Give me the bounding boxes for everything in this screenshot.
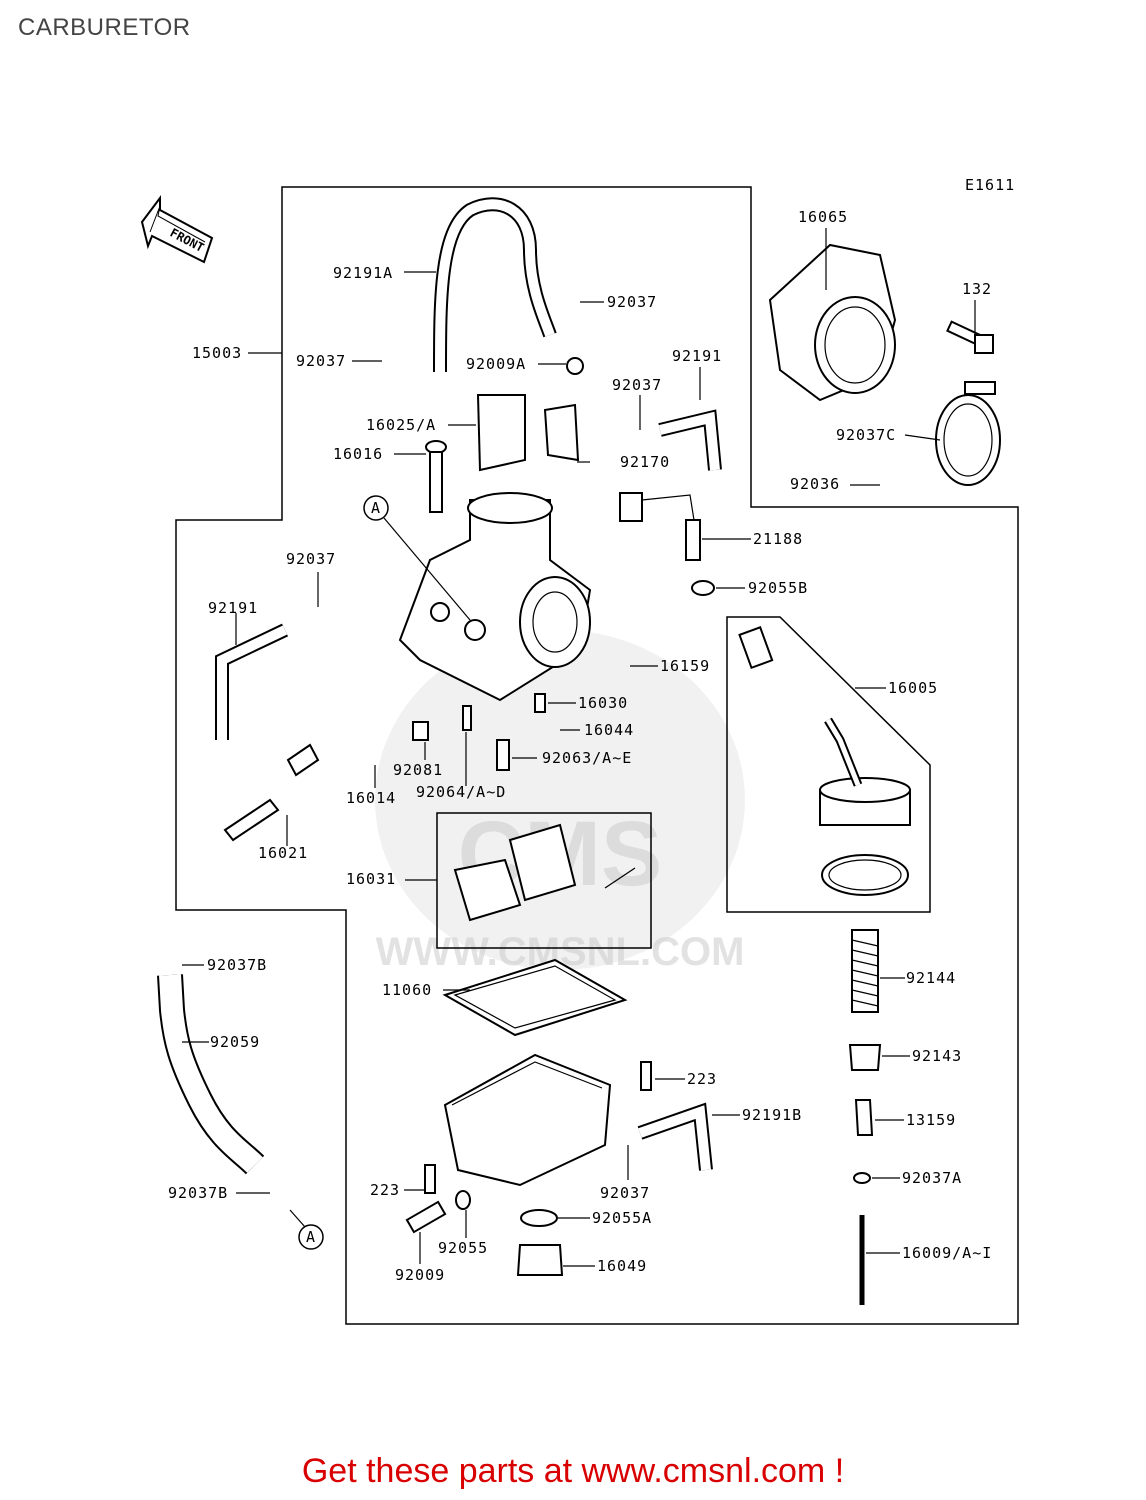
label-21188: 21188 [753, 530, 803, 548]
label-92081: 92081 [393, 761, 443, 779]
pilot-screw-16021 [223, 798, 280, 842]
label-16009: 16009/A~I [902, 1244, 992, 1262]
label-13159: 13159 [906, 1111, 956, 1129]
label-16044: 16044 [584, 721, 634, 739]
part-labels: 16065 132 92037C 92036 92191A 92037 1500… [168, 208, 992, 1284]
spring-92144 [851, 929, 879, 1013]
label-92036: 92036 [790, 475, 840, 493]
label-92037C: 92037C [836, 426, 896, 444]
vent-hose-92191A [433, 197, 557, 373]
label-92063: 92063/A~E [542, 749, 632, 767]
label-223-left: 223 [370, 1181, 400, 1199]
label-16031: 16031 [346, 870, 396, 888]
label-16065: 16065 [798, 208, 848, 226]
throttle-stop-screw-16016 [425, 440, 447, 513]
jet-16005a [738, 626, 774, 670]
needle-jet-box [726, 616, 931, 913]
throttle-valve-16025A [476, 394, 526, 472]
bolt-132 [946, 320, 994, 354]
label-92059: 92059 [210, 1033, 260, 1051]
o-ring-92055 [455, 1190, 471, 1210]
page-title: CARBURETOR [18, 14, 191, 41]
o-ring-16005 [821, 854, 909, 896]
bracket-92170 [543, 403, 580, 462]
gasket-11060 [442, 958, 628, 1037]
main-jet-92063 [496, 739, 510, 771]
label-92055A: 92055A [592, 1209, 652, 1227]
jet-13159 [854, 1099, 874, 1136]
label-92037-left: 92037 [286, 550, 336, 568]
jet-needle-16030 [534, 693, 546, 713]
leader-lines [182, 228, 976, 1267]
label-92037-mid: 92037 [612, 376, 662, 394]
watermark: CMS WWW.CMSNL.COM [375, 630, 745, 974]
sensor-21188 [619, 492, 701, 561]
label-92191-left: 92191 [208, 599, 258, 617]
label-92170: 92170 [620, 453, 670, 471]
label-92144: 92144 [906, 969, 956, 987]
label-92191A: 92191A [333, 264, 393, 282]
o-ring-92055A [520, 1209, 558, 1227]
assembly-frame [175, 186, 1019, 1325]
plug-92143 [848, 1044, 882, 1071]
label-16030: 16030 [578, 694, 628, 712]
callout-a-bottom: A [298, 1224, 324, 1250]
ring-92037A [853, 1172, 871, 1184]
label-92037-top-left: 92037 [296, 352, 346, 370]
label-16021: 16021 [258, 844, 308, 862]
label-92055: 92055 [438, 1239, 488, 1257]
label-16025A: 16025/A [366, 416, 436, 434]
label-16014: 16014 [346, 789, 396, 807]
o-ring-92055B [691, 580, 715, 596]
label-15003: 15003 [192, 344, 242, 362]
figure-code: E1611 [965, 176, 1015, 194]
label-92037B-top: 92037B [207, 956, 267, 974]
label-92037-bottom: 92037 [600, 1184, 650, 1202]
clamp-92037C [935, 381, 1001, 486]
label-92143: 92143 [912, 1047, 962, 1065]
label-16005: 16005 [888, 679, 938, 697]
label-132: 132 [962, 280, 992, 298]
label-92191B: 92191B [742, 1106, 802, 1124]
front-arrow-icon: FRONT [140, 195, 214, 264]
label-16016: 16016 [333, 445, 383, 463]
label-16049: 16049 [597, 1257, 647, 1275]
label-92037-top-right: 92037 [607, 293, 657, 311]
spring-16014 [286, 743, 320, 777]
label-16159: 16159 [660, 657, 710, 675]
screw-223-right [640, 1061, 652, 1091]
screw-223-left [424, 1164, 436, 1194]
label-92055B: 92055B [748, 579, 808, 597]
label-92009A: 92009A [466, 355, 526, 373]
label-92037B-bottom: 92037B [168, 1184, 228, 1202]
callout-a-top-label: A [371, 499, 381, 517]
label-92064: 92064/A~D [416, 783, 506, 801]
drain-plug-16049 [516, 1244, 564, 1276]
screw-92009 [405, 1200, 447, 1234]
float-bowl [443, 1053, 612, 1187]
callout-a-top: A [363, 495, 389, 521]
label-223-right: 223 [687, 1070, 717, 1088]
insulator-16065 [768, 243, 897, 402]
footer-promo-link[interactable]: Get these parts at www.cmsnl.com ! [301, 1452, 845, 1490]
label-92009: 92009 [395, 1266, 445, 1284]
float-16031 [453, 858, 522, 922]
label-11060: 11060 [382, 981, 432, 999]
carburetor-body [398, 492, 592, 702]
spring-92081 [412, 721, 429, 741]
label-92191-top: 92191 [672, 347, 722, 365]
pilot-jet-92064 [462, 705, 472, 731]
callout-a-bottom-label: A [306, 1228, 316, 1246]
screw-92009A [566, 357, 584, 375]
label-92037A: 92037A [902, 1169, 962, 1187]
